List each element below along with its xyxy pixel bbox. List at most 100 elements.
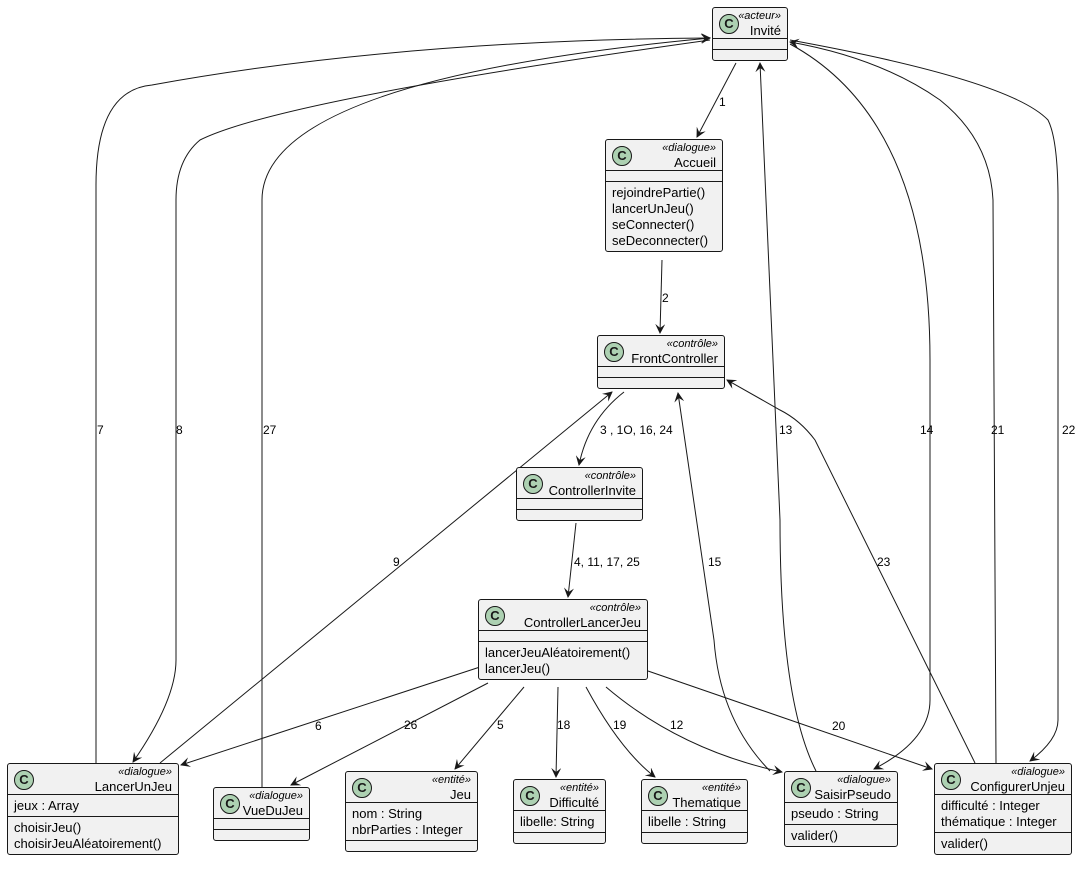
- edge-label: 4, 11, 17, 25: [574, 555, 640, 569]
- edge-label: 15: [708, 555, 722, 569]
- class-stereotype: «contrôle»: [666, 338, 718, 350]
- class-name: VueDuJeu: [242, 803, 303, 818]
- class-attributes: [598, 366, 724, 377]
- class-attribute: pseudo : String: [791, 806, 879, 821]
- class-stereotype: «entité»: [431, 774, 471, 786]
- class-methods: [517, 509, 642, 520]
- edge-controllerlancerjeu-to-jeu: [454, 686, 525, 770]
- edge-label: 5: [497, 718, 504, 732]
- edge-label: 7: [97, 423, 104, 437]
- class-attribute: nom : String: [352, 806, 423, 821]
- class-methods: [642, 832, 747, 843]
- class-method: valider(): [791, 828, 838, 843]
- class-stereotype: «acteur»: [738, 10, 781, 22]
- class-header: C «contrôle»ControllerInvite: [517, 468, 642, 498]
- class-attributes: pseudo : String: [785, 802, 897, 824]
- edge-saisirpseudo-to-frontcontroller: [674, 392, 771, 772]
- class-methods: valider(): [785, 824, 897, 846]
- class-stereotype: «dialogue»: [662, 142, 716, 154]
- class-method: lancerUnJeu(): [612, 201, 694, 216]
- class-controllerinvite[interactable]: C «contrôle»ControllerInvite: [516, 467, 643, 521]
- edge-configurerunjeu-to-frontcontroller: [726, 379, 976, 764]
- class-method: choisirJeu(): [14, 820, 82, 835]
- edge-label: 26: [404, 718, 418, 732]
- class-methods: [598, 377, 724, 388]
- class-methods: [346, 840, 477, 851]
- class-name: Thematique: [672, 795, 741, 810]
- class-methods: [214, 829, 309, 840]
- class-icon: C: [719, 14, 739, 34]
- class-saisirpseudo[interactable]: C«dialogue»SaisirPseudo pseudo : String va…: [784, 771, 898, 847]
- edge-frontcontroller-to-controllerinvite: [575, 391, 625, 466]
- class-stereotype: «dialogue»: [249, 790, 303, 802]
- class-accueil[interactable]: C«dialogue»Accueil rejoindrePartie()lance…: [605, 139, 723, 252]
- class-attribute: libelle: String: [520, 814, 595, 829]
- class-attribute: nbrParties : Integer: [352, 822, 463, 837]
- class-vuedujeu[interactable]: C«dialogue»VueDuJeu: [213, 787, 310, 841]
- class-name: Accueil: [674, 155, 716, 170]
- edge-label: 9: [393, 555, 400, 569]
- class-attributes: libelle : String: [642, 810, 747, 832]
- class-stereotype: «contrôle»: [584, 470, 636, 482]
- class-header: C «contrôle»ControllerLancerJeu: [479, 600, 647, 630]
- class-attributes: [713, 38, 787, 49]
- class-methods: [713, 49, 787, 60]
- class-name: ControllerInvite: [548, 483, 636, 498]
- class-frontcontroller[interactable]: C«contrôle»FrontController: [597, 335, 725, 389]
- class-attribute: libelle : String: [648, 814, 727, 829]
- class-header: C«dialogue»LancerUnJeu: [8, 764, 178, 794]
- class-header: C«dialogue»SaisirPseudo: [785, 772, 897, 802]
- class-attribute: difficulté : Integer: [941, 798, 1040, 813]
- class-stereotype: «entité»: [559, 782, 599, 794]
- class-icon: C: [604, 342, 624, 362]
- class-methods: rejoindrePartie()lancerUnJeu()seConnecte…: [606, 181, 722, 251]
- class-icon: C: [941, 770, 961, 790]
- class-header: C«dialogue»Accueil: [606, 140, 722, 170]
- edge-label: 14: [920, 423, 934, 437]
- class-header: C«contrôle»FrontController: [598, 336, 724, 366]
- class-stereotype: «dialogue»: [1011, 766, 1065, 778]
- class-method: choisirJeuAléatoirement(): [14, 836, 162, 851]
- class-method: valider(): [941, 836, 988, 851]
- edge-lancerunjeu-to-invite: [95, 33, 711, 763]
- edge-label: 6: [315, 719, 322, 733]
- class-controllerlancerjeu[interactable]: C «contrôle»ControllerLancerJeu lancerJeuA…: [478, 599, 648, 680]
- edge-controllerlancerjeu-to-thematique: [585, 686, 656, 778]
- class-icon: C: [14, 770, 34, 790]
- edge-label: 20: [832, 719, 846, 733]
- class-icon: C: [520, 786, 540, 806]
- edge-label: 1: [719, 95, 726, 109]
- edge-saisirpseudo-to-invite: [755, 62, 817, 772]
- edge-invite-to-configurerunjeu: [789, 39, 1059, 762]
- edge-vuedujeu-to-invite: [261, 33, 711, 787]
- class-name: Jeu: [450, 787, 471, 802]
- class-invite[interactable]: C«acteur»Invité: [712, 7, 788, 61]
- class-methods: [514, 832, 605, 843]
- class-attributes: jeux : Array: [8, 794, 178, 816]
- class-name: Difficulté: [549, 795, 599, 810]
- class-name: ControllerLancerJeu: [523, 615, 641, 630]
- class-methods: choisirJeu()choisirJeuAléatoirement(): [8, 816, 178, 854]
- edge-invite-to-saisirpseudo: [789, 43, 931, 770]
- class-icon: C: [352, 778, 372, 798]
- class-method: seConnecter(): [612, 217, 695, 232]
- class-header: C «entité»Difficulté: [514, 780, 605, 810]
- class-method: rejoindrePartie(): [612, 185, 706, 200]
- class-stereotype: «contrôle»: [589, 602, 641, 614]
- class-attribute: thématique : Integer: [941, 814, 1057, 829]
- class-icon: C: [485, 606, 505, 626]
- class-stereotype: «dialogue»: [118, 766, 172, 778]
- class-method: lancerJeuAléatoirement(): [485, 645, 631, 660]
- edge-label: 2: [662, 291, 669, 305]
- class-icon: C: [523, 474, 543, 494]
- edge-label: 27: [263, 423, 277, 437]
- edge-label: 19: [613, 718, 627, 732]
- class-difficulte[interactable]: C «entité»Difficulté libelle: String: [513, 779, 606, 844]
- edge-label: 13: [779, 423, 793, 437]
